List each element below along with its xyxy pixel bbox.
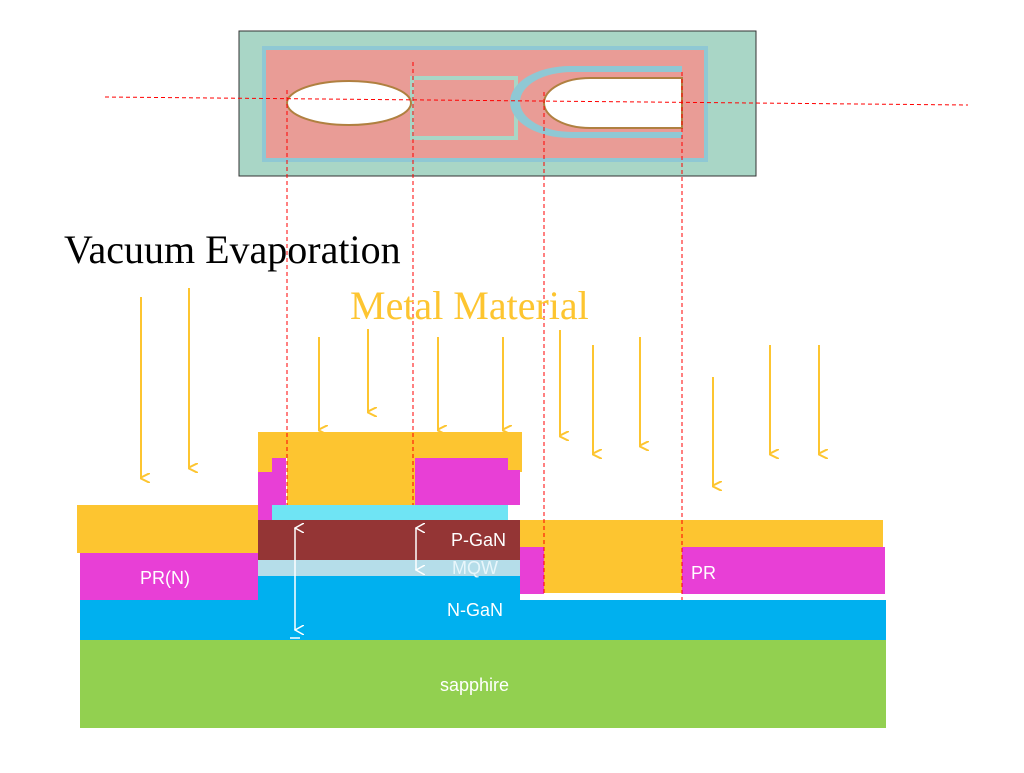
horizontal-guide (104, 96, 969, 106)
mqw-label: MQW (452, 558, 498, 578)
alignment-guides (104, 62, 969, 600)
thickness-markers (290, 528, 416, 639)
sapphire-label: sapphire (440, 675, 510, 695)
metal-mesa-deposit (287, 455, 415, 505)
p-gan-label: P-GaN (451, 530, 507, 550)
metal-right-contact (544, 547, 682, 594)
pr-left-label: PR(N) (140, 568, 190, 588)
mqw-layer (258, 560, 520, 576)
pr-right-label: PR (691, 563, 717, 583)
pr-right-block (682, 547, 885, 594)
pr-mesa-left-wall (258, 470, 272, 520)
diagram-title: Vacuum Evaporation (64, 227, 401, 272)
micrograph-right-opening (543, 77, 683, 129)
pr-mesa-block (415, 455, 508, 505)
micrograph-left-opening (286, 80, 412, 126)
metal-mesa-cap (258, 432, 522, 458)
pr-mesa-edge (272, 455, 286, 505)
n-gan-label: N-GaN (447, 600, 504, 620)
pr-left-block (80, 553, 258, 600)
metal-mesa-right-lip (508, 455, 522, 472)
n-gan-layer (80, 600, 886, 640)
micrograph (238, 30, 757, 177)
pr-mesa-right-wall (508, 470, 520, 505)
mqw-top-layer (272, 505, 508, 520)
micrograph-pad-notch-inner (414, 80, 514, 136)
metal-material-label: Metal Material (350, 283, 589, 328)
sapphire-layer (80, 640, 886, 728)
metal-right-film (520, 520, 883, 547)
pr-right-small (520, 547, 544, 594)
metal-left-film (77, 505, 258, 553)
metal-mesa-left-lip (258, 455, 272, 472)
deposition-arrows (140, 288, 819, 486)
